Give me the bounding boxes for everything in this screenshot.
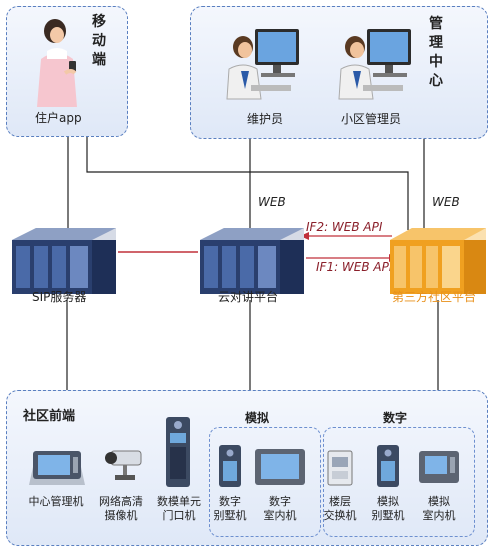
maintainer-person-icon: [226, 29, 299, 100]
center-management-unit-icon: [29, 451, 85, 485]
analog-group-label: 模拟: [245, 411, 270, 425]
digital-villa-station-icon: [219, 445, 241, 487]
digital-group-label: 数字: [383, 411, 408, 425]
maintainer-label: 维护员: [247, 112, 284, 126]
mobile-zone: 移 动 端 住户app: [6, 6, 128, 137]
device-label: 模拟室内机: [422, 495, 456, 522]
community-admin-person-icon: [338, 29, 411, 100]
if2-label: IF2: WEB API: [306, 220, 383, 234]
device-label: 数模单元门口机: [157, 495, 201, 522]
digital-indoor-monitor-icon: [255, 449, 305, 485]
management-center-zone: 管 理 中 心 维护员 小区管理员: [190, 6, 488, 139]
device-label: 模拟别墅机: [371, 495, 405, 522]
device-label: 数字室内机: [263, 495, 297, 522]
device-label: 网络高清摄像机: [99, 495, 143, 522]
sip-server-label: SIP服务器: [32, 290, 87, 304]
resident-person-icon: [37, 19, 77, 107]
web-label-left: WEB: [258, 195, 286, 209]
frontend-title: 社区前端: [23, 409, 76, 424]
mobile-title: 移 动 端: [92, 14, 106, 68]
device-label: 数字别墅机: [213, 495, 247, 522]
analog-indoor-monitor-icon: [419, 451, 459, 483]
analog-villa-station-icon: [377, 445, 399, 487]
floor-switch-icon: [327, 450, 353, 486]
device-label: 楼层交换机: [323, 495, 357, 522]
management-title: 管 理 中 心: [429, 16, 443, 89]
resident-app-label: 住户app: [35, 111, 82, 125]
hd-network-camera-icon: [105, 450, 142, 480]
web-label-right: WEB: [432, 195, 460, 209]
cloud-intercom-platform-label: 云对讲平台: [218, 290, 279, 304]
cloud-intercom-platform-icon: [200, 228, 304, 294]
third-party-platform-icon: [390, 228, 486, 294]
digital-analog-door-station-icon: [166, 417, 190, 487]
sip-server-icon: [12, 228, 116, 294]
community-frontend-zone: 社区前端 模拟 数字: [6, 390, 488, 546]
digital-group: [323, 427, 475, 537]
community-admin-label: 小区管理员: [341, 112, 402, 126]
if1-label: IF1: WEB API: [316, 260, 393, 274]
analog-group: [209, 427, 321, 537]
device-label: 中心管理机: [28, 495, 84, 508]
third-party-platform-label: 第三方社区平台: [392, 290, 477, 304]
